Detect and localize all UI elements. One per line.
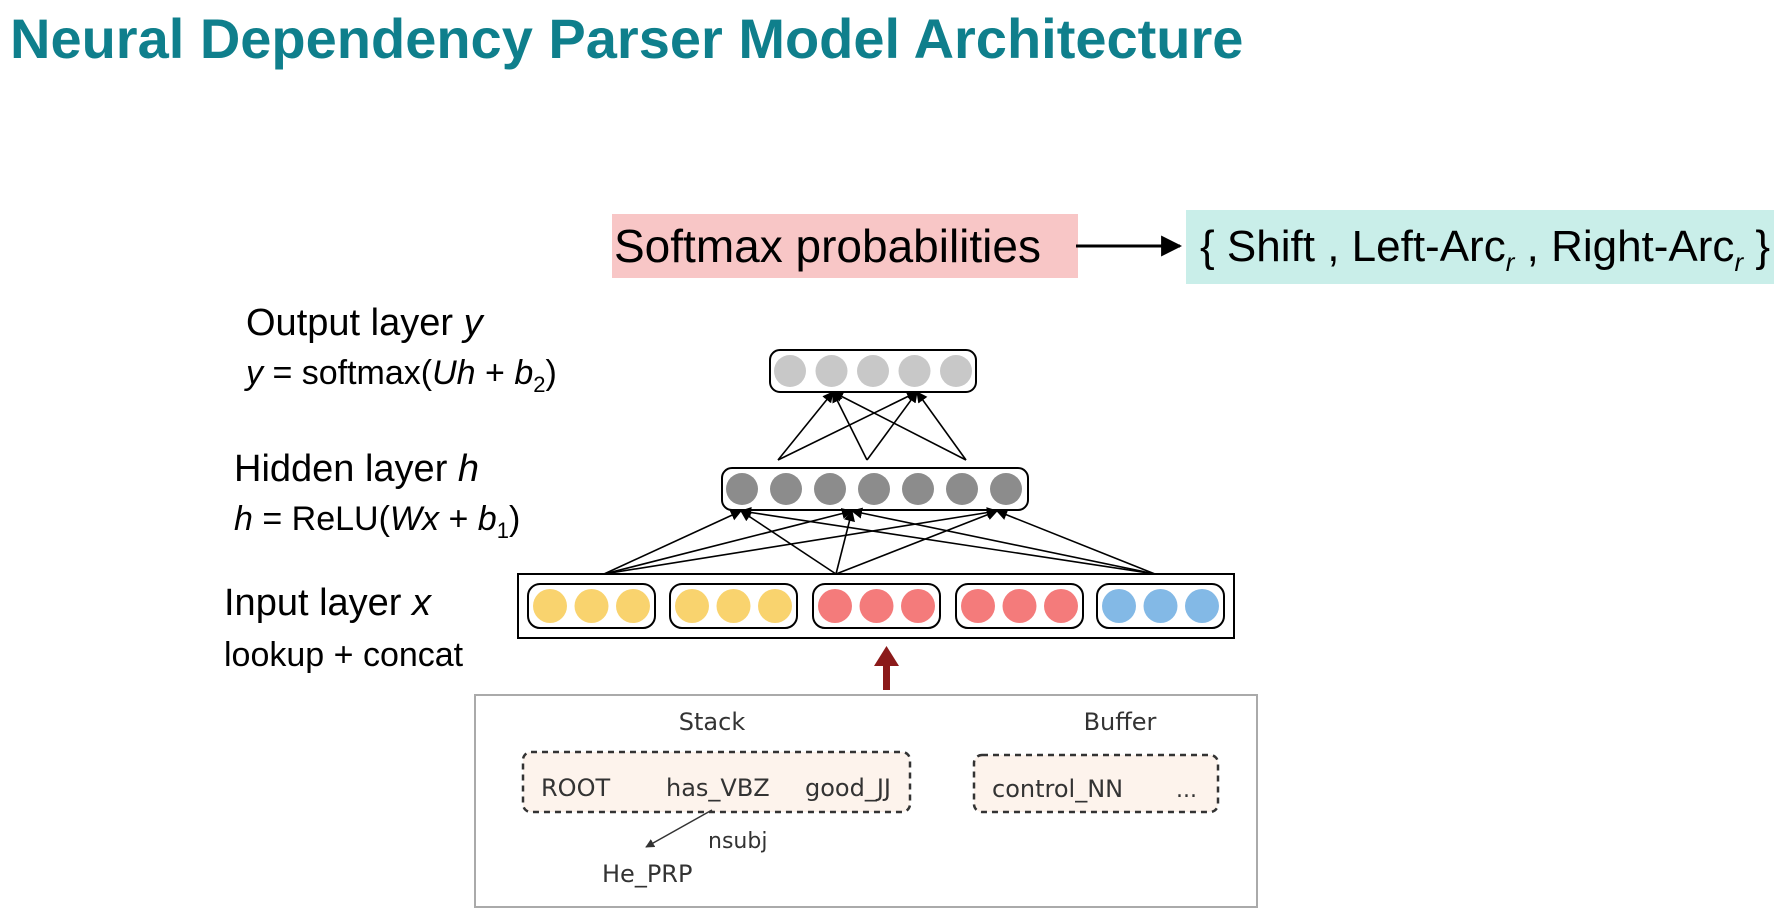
stack-item: has_VBZ <box>666 774 770 802</box>
nsubj-arc <box>645 809 713 848</box>
output-node <box>857 355 889 387</box>
connection-arrow <box>777 391 834 461</box>
connection-arrow <box>603 510 743 575</box>
stack-item: ROOT <box>541 774 610 802</box>
output-node <box>815 355 848 387</box>
input-node <box>616 589 650 623</box>
input-node <box>859 589 894 623</box>
input-node <box>1185 589 1219 623</box>
connection-arrow <box>740 510 837 575</box>
buffer-item: ... <box>1176 778 1197 803</box>
input-node <box>961 589 995 623</box>
hidden-node <box>858 473 890 505</box>
connection-arrow <box>832 391 967 461</box>
stack-label: Stack <box>679 708 746 736</box>
input-node <box>758 589 792 623</box>
output-action-set: { Shift , Left-Arcr , Right-Arcr } <box>1186 210 1774 284</box>
input-layer-equation: lookup + concat <box>224 636 464 674</box>
shift-action: Shift <box>1226 222 1315 271</box>
input-node <box>901 589 935 623</box>
hidden-node <box>902 473 934 505</box>
hidden-node <box>770 473 802 505</box>
input-node <box>1102 589 1136 623</box>
stack-item: good_JJ <box>805 774 891 802</box>
page-title: Neural Dependency Parser Model Architect… <box>10 7 1244 70</box>
input-node <box>1002 589 1037 623</box>
output-node <box>898 355 931 387</box>
input-node <box>675 589 709 623</box>
hidden-node <box>990 473 1022 505</box>
connection-arrow <box>995 509 1156 575</box>
connection-arrow <box>835 509 999 575</box>
connection-arrow <box>739 506 1156 575</box>
hidden-layer-label: Hidden layer h <box>234 448 480 490</box>
buffer-label: Buffer <box>1084 708 1157 736</box>
connection-arrow <box>866 391 918 461</box>
connection-arrow <box>835 509 855 575</box>
input-node <box>574 589 609 623</box>
output-layer-equation: y = softmax(Uh + b2) <box>246 354 557 397</box>
softmax-label: Softmax probabilities <box>612 214 1078 278</box>
layer-connections <box>603 390 1156 575</box>
hidden-layer-equation: h = ReLU(Wx + b1) <box>234 500 521 543</box>
right-arc-action: Right-Arc <box>1551 222 1735 271</box>
connection-arrow <box>832 390 868 461</box>
hidden-node <box>814 473 846 505</box>
left-arc-action: Left-Arc <box>1351 222 1506 271</box>
input-node <box>1143 589 1178 623</box>
connection-arrow <box>603 508 854 575</box>
input-layer-label: Input layer x <box>224 582 431 624</box>
input-node <box>716 589 751 623</box>
input-node <box>818 589 852 623</box>
input-node <box>1044 589 1078 623</box>
output-layer-label: Output layer y <box>246 302 483 344</box>
connection-arrow <box>916 391 967 461</box>
buffer-box <box>972 753 1220 814</box>
hidden-layer-nodes <box>726 473 1022 505</box>
input-layer-groups <box>527 583 1225 629</box>
connection-arrow <box>603 507 999 575</box>
output-layer-nodes <box>774 355 972 387</box>
arc-label: nsubj <box>708 829 767 854</box>
output-node <box>774 355 806 387</box>
buffer-item: control_NN <box>992 775 1123 803</box>
child-word: He_PRP <box>602 860 692 888</box>
connection-arrow <box>777 391 919 461</box>
stack-box <box>521 750 912 814</box>
connection-arrow <box>850 507 1156 575</box>
input-node <box>533 589 567 623</box>
hidden-node <box>726 473 758 505</box>
lookup-arrow <box>874 646 899 690</box>
hidden-node <box>946 473 978 505</box>
output-node <box>940 355 972 387</box>
